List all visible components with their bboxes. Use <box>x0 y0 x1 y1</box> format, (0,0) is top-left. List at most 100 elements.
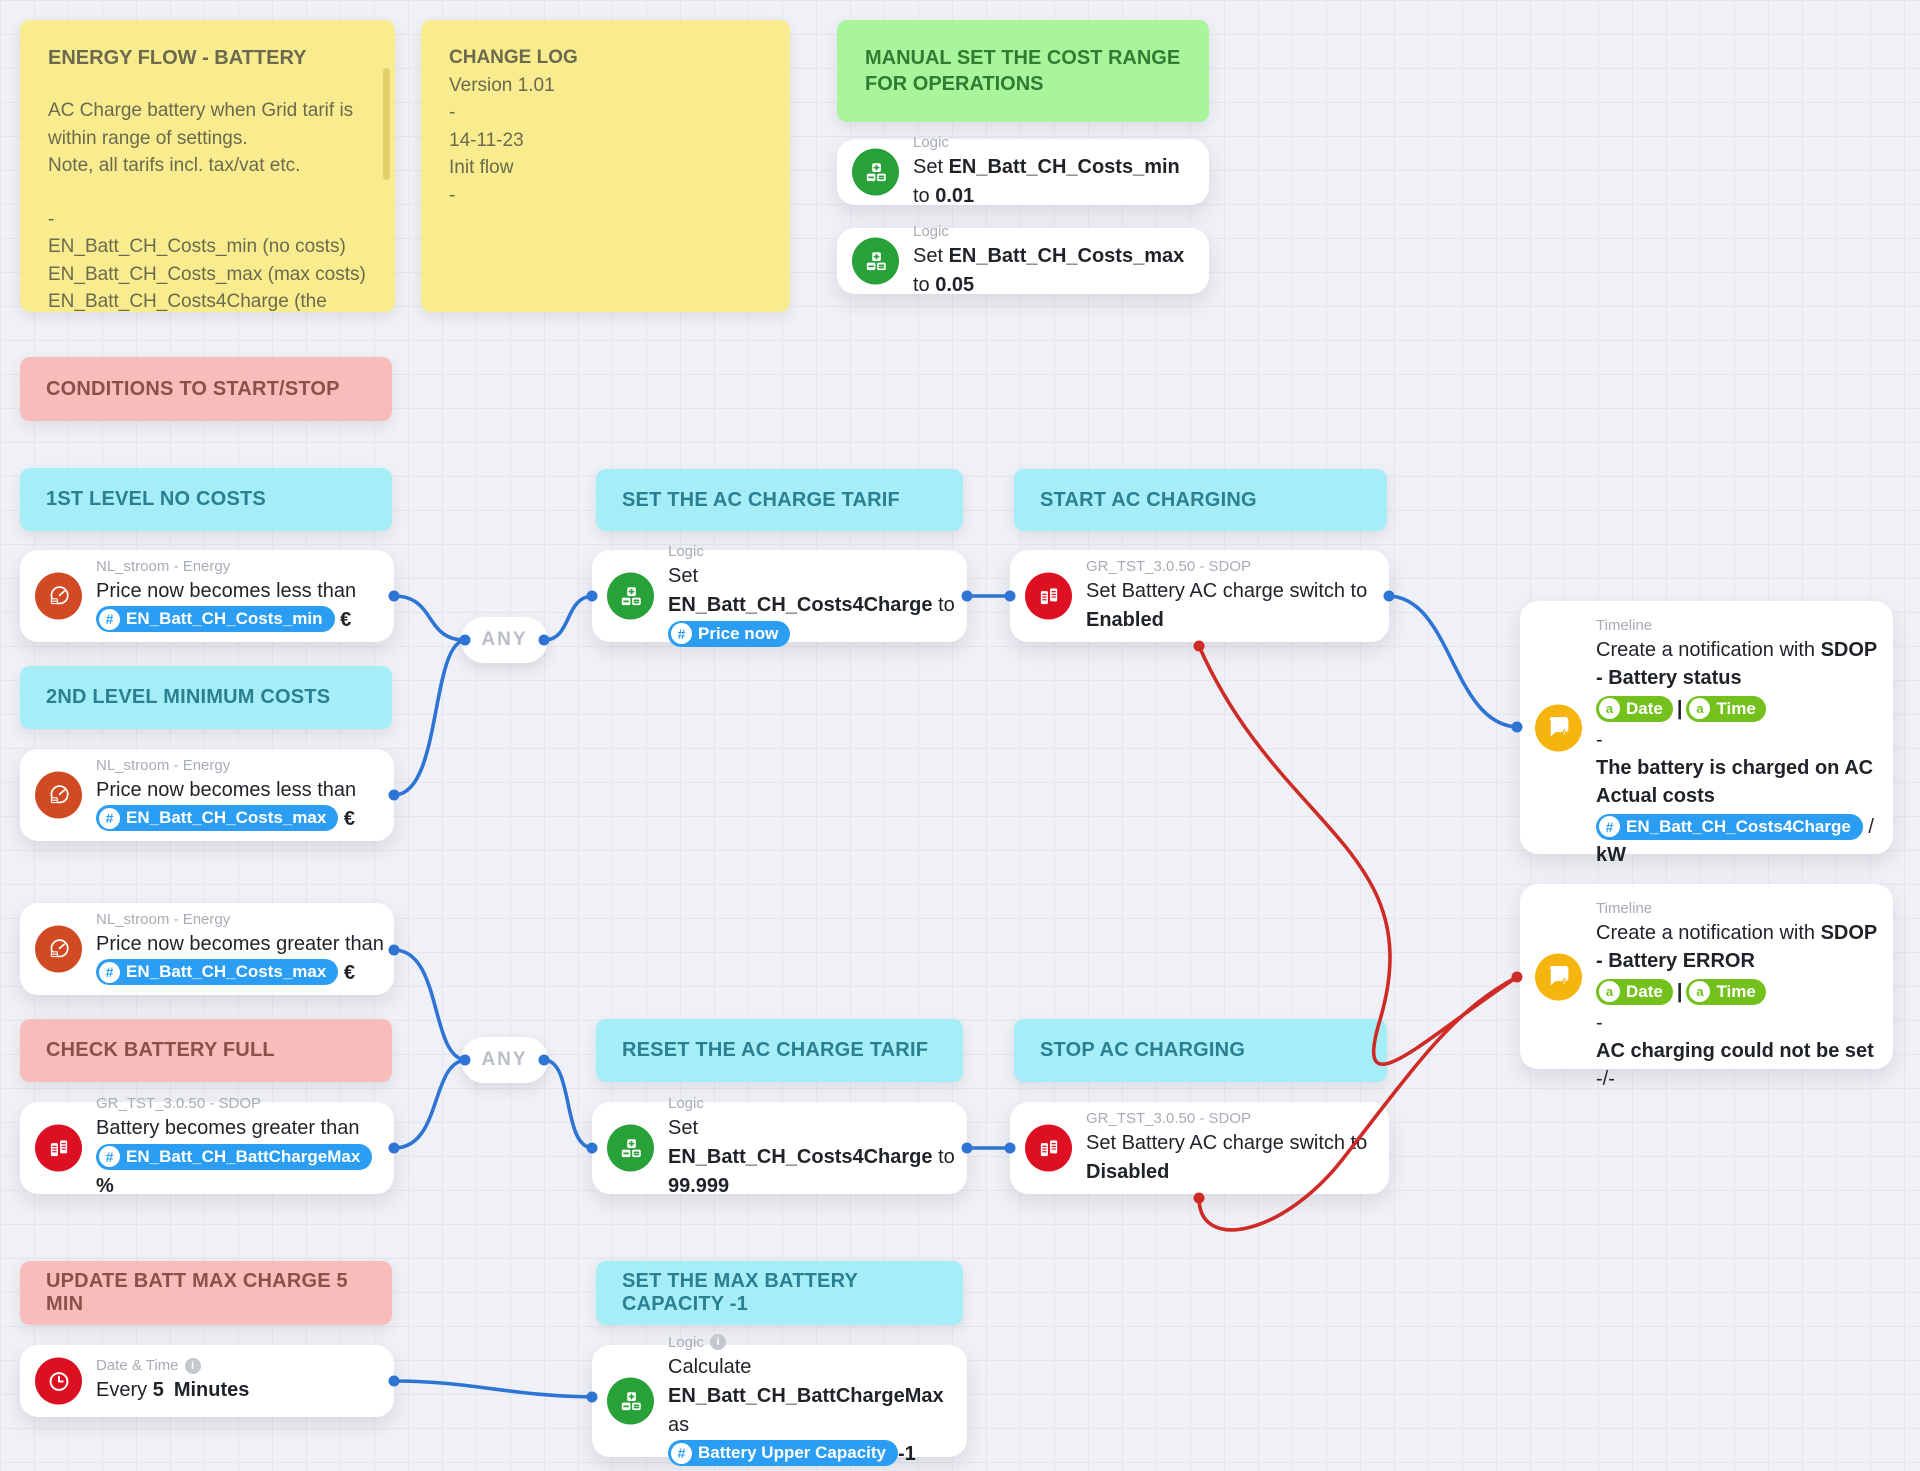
card-text: Disabled <box>1086 1160 1170 1183</box>
logic-icon <box>607 572 654 620</box>
sticky-level1[interactable]: 1ST LEVEL NO COSTS <box>20 468 392 531</box>
card-text: Set EN_Batt_CH_Costs_min to 0.01 <box>913 155 1180 207</box>
sticky-reset-tarif[interactable]: RESET THE AC CHARGE TARIF <box>596 1019 963 1082</box>
card-battery-above[interactable]: GR_TST_3.0.50 - SDOP Battery becomes gre… <box>20 1095 394 1197</box>
card-charge-switch-enabled[interactable]: GR_TST_3.0.50 - SDOP Set Battery AC char… <box>1010 550 1389 642</box>
note-line: Note, all tarifs incl. tax/vat etc. <box>48 155 301 177</box>
card-reset-costs4charge[interactable]: Logic Set EN_Batt_CH_Costs4Charge to 99.… <box>592 1095 967 1197</box>
app-name: Timeline <box>1596 900 1653 917</box>
card-timeline-battery-status[interactable]: Timeline Create a notification with SDOP… <box>1520 601 1893 912</box>
card-text: Set EN_Batt_CH_Costs4Charge to <box>668 1117 955 1168</box>
card-charge-switch-disabled[interactable]: GR_TST_3.0.50 - SDOP Set Battery AC char… <box>1010 1102 1389 1194</box>
logic-icon <box>852 237 899 285</box>
note-line: EN_Batt_CH_Costs4Charge (the <box>48 291 327 312</box>
info-icon[interactable]: i <box>709 1334 726 1350</box>
card-text: - <box>1596 729 1603 751</box>
card-text: -/- <box>1596 1068 1615 1090</box>
note-changelog[interactable]: CHANGE LOG Version 1.01 - 14-11-23 Init … <box>421 20 790 312</box>
card-chip-line: #EN_Batt_CH_Costs_min € <box>96 606 386 635</box>
card-chip-line: #EN_Batt_CH_Costs_max € <box>96 805 386 834</box>
variable-chip[interactable]: #EN_Batt_CH_Costs_min <box>96 606 335 633</box>
sticky-label: CHECK BATTERY FULL <box>46 1039 275 1061</box>
sticky-label: STOP AC CHARGING <box>1040 1039 1246 1061</box>
note-text: MANUAL SET THE COST RANGE FOR OPERATIONS <box>865 47 1181 95</box>
sticky-level2[interactable]: 2ND LEVEL MINIMUM COSTS <box>20 666 392 729</box>
any-label: ANY <box>481 629 528 650</box>
note-line: CHANGE LOG <box>449 47 578 68</box>
sticky-set-tarif[interactable]: SET THE AC CHARGE TARIF <box>596 469 963 531</box>
card-chip-line: #Battery Upper Capacity-1 <box>668 1440 959 1469</box>
note-title: ENERGY FLOW - BATTERY <box>48 47 307 69</box>
hash-icon: # <box>99 608 120 630</box>
variable-chip[interactable]: #Price now <box>668 620 791 647</box>
card-price-below-min[interactable]: NL_stroom - Energy Price now becomes les… <box>20 550 394 642</box>
note-energy-flow[interactable]: ENERGY FLOW - BATTERY AC Charge battery … <box>20 20 395 312</box>
note-line: - <box>449 102 456 124</box>
logic-icon <box>607 1377 654 1425</box>
app-name: Logic <box>913 222 949 240</box>
note-scrollbar[interactable] <box>383 68 390 180</box>
card-text: - <box>1596 1012 1603 1034</box>
app-name: GR_TST_3.0.50 - SDOP <box>1086 1109 1252 1127</box>
any-node[interactable]: ANY <box>461 1037 548 1083</box>
app-name: Logic <box>913 133 949 151</box>
card-text: Set EN_Batt_CH_Costs4Charge to <box>668 565 955 616</box>
sticky-label: START AC CHARGING <box>1040 488 1257 511</box>
tag-icon: a <box>1689 981 1711 1003</box>
sticky-conditions[interactable]: CONDITIONS TO START/STOP <box>20 357 392 421</box>
variable-chip[interactable]: #EN_Batt_CH_Costs4Charge <box>1596 813 1863 840</box>
card-set-costs4charge[interactable]: Logic Set EN_Batt_CH_Costs4Charge to #Pr… <box>592 543 967 647</box>
hash-icon: # <box>1599 816 1620 838</box>
note-manual-cost-range[interactable]: MANUAL SET THE COST RANGE FOR OPERATIONS <box>837 20 1209 122</box>
sticky-start-ac[interactable]: START AC CHARGING <box>1014 469 1387 531</box>
any-node[interactable]: ANY <box>461 617 548 663</box>
app-name: GR_TST_3.0.50 - SDOP <box>1086 557 1252 575</box>
info-icon[interactable]: i <box>184 1357 201 1374</box>
hash-icon: # <box>671 1442 692 1464</box>
tag-icon: a <box>1599 981 1620 1003</box>
card-price-above-max[interactable]: NL_stroom - Energy Price now becomes gre… <box>20 903 394 995</box>
tag-icon: a <box>1689 698 1711 720</box>
variable-chip[interactable]: #EN_Batt_CH_BattChargeMax <box>96 1143 373 1170</box>
energy-meter-icon <box>35 925 82 973</box>
card-set-costs-min[interactable]: Logic Set EN_Batt_CH_Costs_min to 0.01 <box>837 134 1209 207</box>
sticky-check-battery[interactable]: CHECK BATTERY FULL <box>20 1019 392 1082</box>
app-name: Timeline <box>1596 617 1653 634</box>
card-text: Price now becomes less than <box>96 579 357 602</box>
sticky-stop-ac[interactable]: STOP AC CHARGING <box>1014 1019 1387 1082</box>
variable-chip[interactable]: #Battery Upper Capacity <box>668 1440 899 1467</box>
card-text: Price now becomes less than <box>96 778 357 801</box>
note-line: Version 1.01 <box>449 74 555 96</box>
card-text: Set Battery AC charge switch to <box>1086 1131 1368 1154</box>
sticky-set-max-capacity[interactable]: SET THE MAX BATTERY CAPACITY -1 <box>596 1261 963 1325</box>
card-price-below-max[interactable]: NL_stroom - Energy Price now becomes les… <box>20 749 394 841</box>
any-label: ANY <box>481 1049 528 1070</box>
sticky-label: RESET THE AC CHARGE TARIF <box>622 1039 929 1061</box>
note-line: Init flow <box>449 157 514 179</box>
card-text: 99.999 <box>668 1175 730 1197</box>
variable-chip[interactable]: #EN_Batt_CH_Costs_max <box>96 959 339 986</box>
card-chip-line: #EN_Batt_CH_Costs_max € <box>96 959 386 988</box>
card-text: Battery becomes greater than <box>96 1117 360 1139</box>
card-timeline-battery-error[interactable]: Timeline Create a notification with SDOP… <box>1520 884 1893 1090</box>
app-name: NL_stroom - Energy <box>96 557 231 575</box>
app-name: Logic <box>668 543 704 560</box>
card-chip-line: #EN_Batt_CH_Costs4Charge / kW <box>1596 813 1883 869</box>
card-set-costs-max[interactable]: Logic Set EN_Batt_CH_Costs_max to 0.05 <box>837 223 1209 296</box>
card-chip-line: #EN_Batt_CH_BattChargeMax % <box>96 1143 386 1201</box>
timeline-notification-icon <box>1535 704 1582 751</box>
note-line: EN_Batt_CH_Costs_max (max costs) <box>48 263 366 285</box>
note-line: AC Charge battery when Grid tarif is <box>48 100 354 121</box>
logic-icon <box>607 1124 654 1172</box>
sticky-update-batt[interactable]: UPDATE BATT MAX CHARGE 5 MIN <box>20 1261 392 1325</box>
variable-chip[interactable]: #EN_Batt_CH_Costs_max <box>96 805 339 832</box>
